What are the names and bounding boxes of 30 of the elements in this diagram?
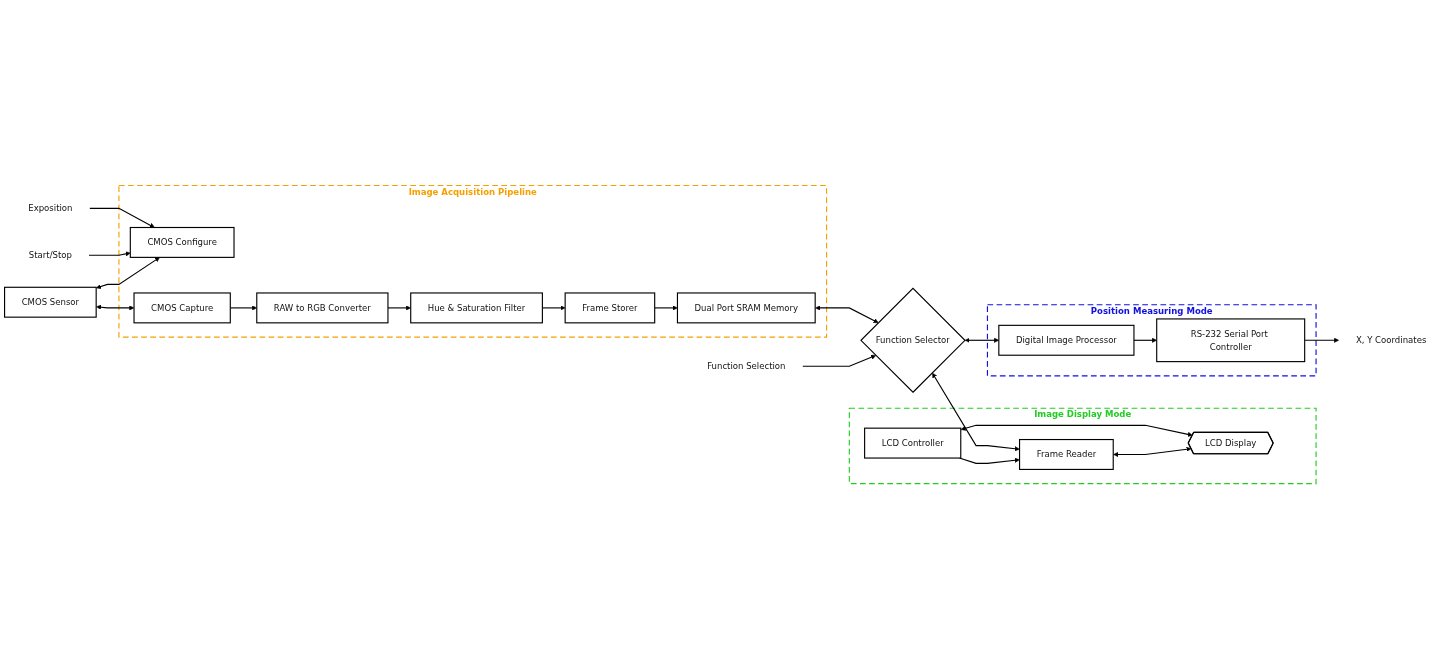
arrow <box>89 207 155 228</box>
node-text: Start/Stop <box>28 249 72 261</box>
arrow <box>1133 337 1157 343</box>
node-diamond: Function Selector <box>860 287 966 393</box>
arrow <box>815 305 879 323</box>
node-box: CMOS Capture <box>133 292 231 324</box>
arrow <box>1113 446 1192 457</box>
arrow <box>96 304 135 311</box>
arrow <box>387 305 411 311</box>
arrow <box>654 305 678 311</box>
node-box: RAW to RGB Converter <box>256 292 389 324</box>
node-box: LCD Controller <box>864 427 962 459</box>
node-box: Frame Reader <box>1018 438 1114 470</box>
node-box: Frame Storer <box>564 292 656 324</box>
arrow <box>1304 337 1340 343</box>
arrow <box>802 354 877 367</box>
arrow <box>932 372 1020 452</box>
arrow <box>960 424 1193 437</box>
node-box: Dual Port SRAM Memory <box>676 292 816 324</box>
node-box: Hue & Saturation Filter <box>410 292 543 324</box>
node-box: Digital Image Processor <box>998 324 1135 356</box>
arrow <box>958 457 1020 464</box>
arrow <box>88 251 131 257</box>
node-box: CMOS Configure <box>129 226 235 258</box>
node-text: Exposition <box>28 202 73 214</box>
node-box: RS-232 Serial Port Controller <box>1156 318 1306 363</box>
node-box: CMOS Sensor <box>4 286 97 318</box>
arrow <box>96 257 160 289</box>
node-text: X, Y Coordinates <box>1355 334 1427 346</box>
node-text: Function Selection <box>707 360 786 372</box>
